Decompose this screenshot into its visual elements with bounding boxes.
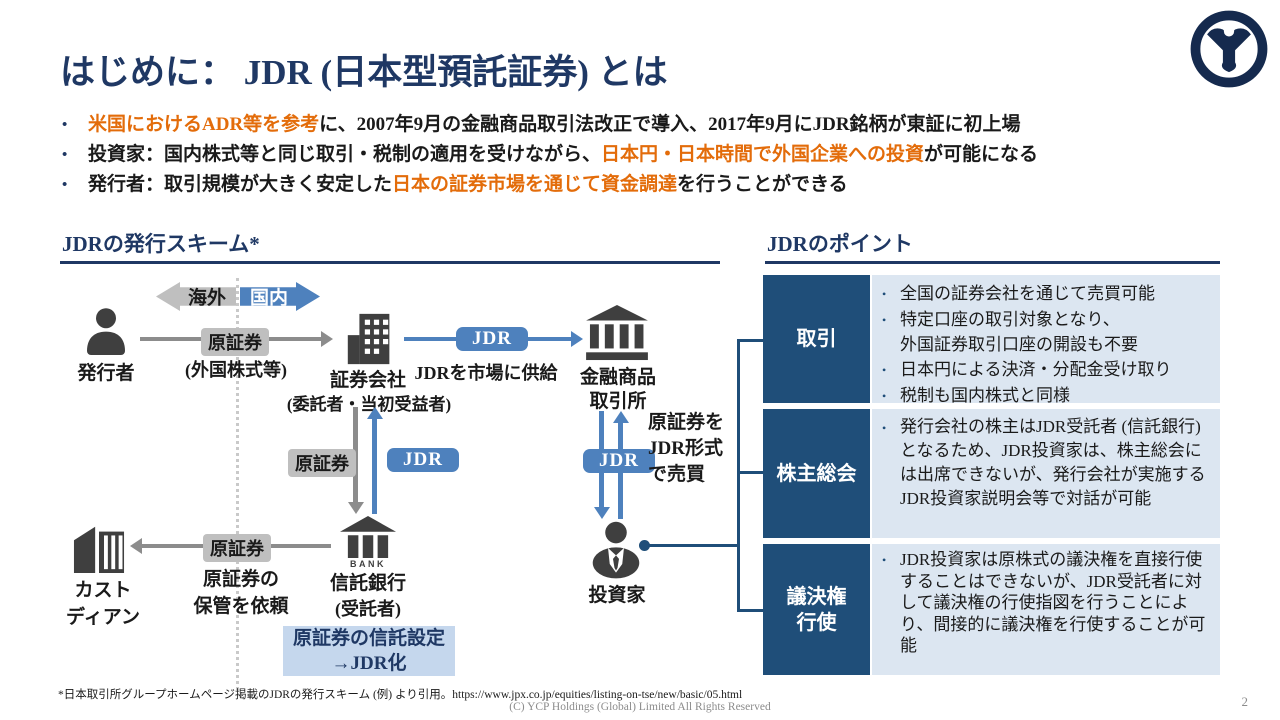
investor-label: 投資家 [588, 585, 646, 606]
overseas-arrow: 海外 [156, 282, 236, 311]
footnote: *日本取引所グループホームページ掲載のJDRの発行スキーム (例) より引用。h… [58, 689, 743, 701]
divider [765, 261, 1220, 264]
list-item: •日本円による決済・分配金受け取り [882, 357, 1212, 383]
connector-branch [737, 339, 764, 342]
table-row-voting-rights: 議決権 行使 •JDR投資家は原株式の議決権を直接行使することはできないが、JD… [763, 544, 1220, 675]
custodian-icon [70, 521, 128, 573]
jdr-supply-note: JDRを市場に供給 [414, 363, 558, 383]
list-item: •発行会社の株主はJDR受託者 (信託銀行) となるため、JDR投資家は、株主総… [882, 415, 1212, 511]
list-item: • 投資家：国内株式等と同じ取引・税制の適用を受けながら、日本円・日本時間で外国… [60, 140, 1250, 170]
jdr-tag: JDR [387, 448, 459, 472]
row-content-cell: •JDR投資家は原株式の議決権を直接行使することはできないが、JDR受託者に対し… [872, 544, 1220, 675]
list-item: • 発行者：取引規模が大きく安定した日本の証券市場を通じて資金調達を行うことがで… [60, 170, 1250, 200]
scheme-section-title: JDRの発行スキーム* [62, 232, 260, 256]
connector-line [645, 544, 739, 547]
exchange-bank-icon [584, 305, 650, 361]
row-header-cell: 取引 [763, 275, 870, 403]
page-title: はじめに： JDR (日本型預託証券) とは [60, 53, 668, 92]
bullet-icon: • [882, 313, 887, 327]
custodian-label: カスト ディアン [66, 580, 140, 628]
bank-glyph: BANK [350, 559, 386, 569]
overseas-domestic-divider [236, 278, 239, 690]
divider [60, 261, 720, 264]
jdr-up-arrow [372, 418, 377, 514]
orig-securities-tag: 原証券 [201, 328, 269, 356]
securities-company-label: 証券会社 [329, 370, 406, 391]
row-content-cell: •発行会社の株主はJDR受託者 (信託銀行) となるため、JDR投資家は、株主総… [872, 409, 1220, 538]
copyright: (C) YCP Holdings (Global) Limited All Ri… [509, 701, 771, 713]
trade-form-note: 原証券を JDR形式 で売買 [648, 412, 725, 485]
exchange-label: 金融商品 取引所 [579, 367, 656, 412]
bullet-icon: • [62, 147, 68, 163]
points-section-title: JDRのポイント [767, 232, 913, 256]
bullet-icon: • [882, 363, 887, 377]
table-row-trading: 取引 •全国の証券会社を通じて売買可能 •特定口座の取引対象となり、 外国証券取… [763, 275, 1220, 405]
bullet-icon: • [62, 117, 68, 133]
list-item: •全国の証券会社を通じて売買可能 [882, 281, 1212, 307]
list-item: •特定口座の取引対象となり、 外国証券取引口座の開設も不要 [882, 307, 1212, 357]
connector-dot [639, 540, 650, 551]
row-content-cell: •全国の証券会社を通じて売買可能 •特定口座の取引対象となり、 外国証券取引口座… [872, 275, 1220, 405]
trust-bank-icon: BANK [338, 516, 398, 569]
issuer-person-icon [82, 306, 130, 360]
orig-securities-tag: 原証券 [288, 449, 356, 477]
orig-securities-tag: 原証券 [203, 534, 271, 562]
trust-bank-sub-label: (受託者) [335, 599, 401, 619]
bullet-icon: • [62, 177, 68, 193]
table-row-shareholders-meeting: 株主総会 •発行会社の株主はJDR受託者 (信託銀行) となるため、JDR投資家… [763, 409, 1220, 538]
securities-company-sub-label: (委託者・当初受益者) [286, 395, 452, 414]
page-number: 2 [1241, 694, 1249, 709]
connector-branch [737, 471, 764, 474]
row-header-cell: 株主総会 [763, 409, 870, 538]
list-item: • 米国におけるADR等を参考に、2007年9月の金融商品取引法改正で導入、20… [60, 110, 1250, 140]
list-item: •JDR投資家は原株式の議決権を直接行使することはできないが、JDR受託者に対し… [882, 550, 1206, 655]
foreign-stock-note: (外国株式等) [185, 360, 287, 380]
ycp-logo-icon [1190, 10, 1268, 88]
bullet-icon: • [882, 287, 887, 301]
investor-icon [588, 520, 644, 580]
domestic-arrow: 国内 [240, 282, 320, 311]
bullet-icon: • [882, 553, 887, 567]
trust-bank-label: 信託銀行 [329, 573, 406, 594]
bullet-icon: • [882, 389, 887, 403]
key-points-list: • 米国におけるADR等を参考に、2007年9月の金融商品取引法改正で導入、20… [60, 110, 1250, 200]
jdr-tag: JDR [456, 327, 528, 351]
row-header-cell: 議決権 行使 [763, 544, 870, 675]
jdr-tag: JDR [583, 449, 655, 473]
trust-setting-box: 原証券の信託設定 →JDR化 [283, 626, 455, 676]
connector-branch [737, 609, 764, 612]
issuer-label: 発行者 [77, 363, 135, 384]
list-item: •税制も国内株式と同様 [882, 383, 1212, 409]
securities-company-icon [342, 310, 400, 368]
connector-spine [737, 339, 740, 611]
custody-request-note: 原証券の 保管を依頼 [193, 569, 289, 617]
bullet-icon: • [882, 421, 887, 435]
